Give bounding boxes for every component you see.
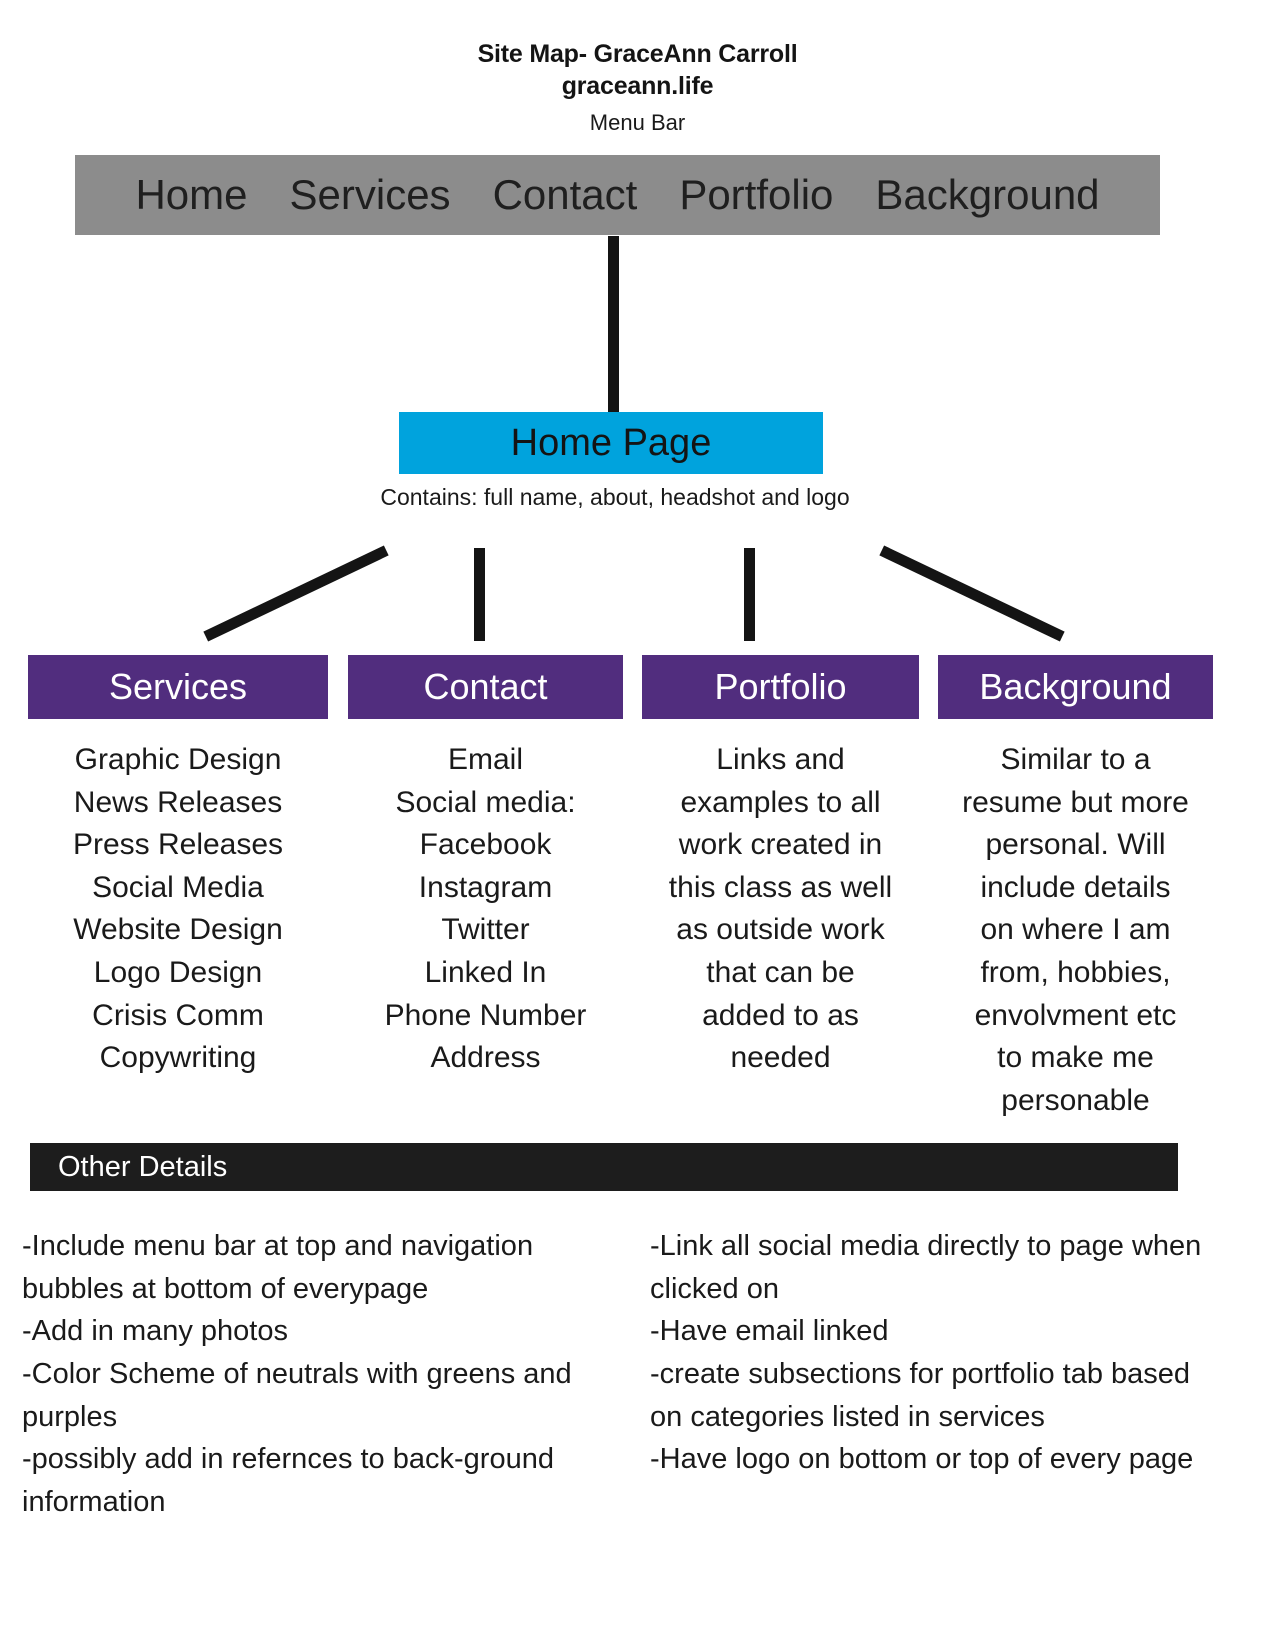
category-header-services[interactable]: Services bbox=[28, 655, 328, 719]
other-details-right-column: -Link all social media directly to page … bbox=[650, 1225, 1230, 1481]
home-page-node-label: Home Page bbox=[510, 422, 712, 464]
menu-item-portfolio[interactable]: Portfolio bbox=[679, 171, 834, 218]
home-page-caption: Contains: full name, about, headshot and… bbox=[380, 484, 850, 510]
list-item: Copywriting bbox=[99, 1041, 257, 1075]
list-item: Crisis Comm bbox=[92, 998, 264, 1032]
list-item: personal. Will bbox=[985, 828, 1166, 862]
list-item: -Have logo on bottom or top of every pag… bbox=[650, 1443, 1194, 1476]
list-item: resume but more bbox=[962, 785, 1189, 819]
category-header-label-contact: Contact bbox=[423, 666, 548, 707]
page-header: Site Map- GraceAnn Carroll graceann.life… bbox=[0, 0, 1275, 138]
list-item: Website Design bbox=[73, 913, 283, 947]
list-item: Linked In bbox=[424, 955, 547, 989]
list-item: include details bbox=[980, 870, 1171, 904]
list-item: -create subsections for portfolio tab ba… bbox=[650, 1357, 1191, 1433]
category-body-services: Graphic Design News Releases Press Relea… bbox=[28, 739, 328, 1080]
other-details-heading: Other Details bbox=[58, 1150, 228, 1183]
category-header-label-portfolio: Portfolio bbox=[714, 666, 847, 707]
connector-home-to-contact bbox=[474, 548, 485, 641]
category-columns: Services Graphic Design News Releases Pr… bbox=[0, 655, 1275, 1122]
list-item: examples to all bbox=[680, 785, 881, 819]
category-header-contact[interactable]: Contact bbox=[348, 655, 623, 719]
list-item: added to as bbox=[702, 998, 859, 1032]
list-item: Links and bbox=[716, 743, 845, 776]
category-body-background: Similar to a resume but more personal. W… bbox=[938, 739, 1213, 1122]
list-item: Address bbox=[430, 1041, 541, 1075]
list-item: -Have email linked bbox=[650, 1315, 889, 1348]
connector-menu-to-home bbox=[608, 236, 619, 412]
category-body-contact: Email Social media: Facebook Instagram T… bbox=[348, 739, 623, 1080]
connector-home-to-background bbox=[879, 545, 1065, 642]
menu-item-home[interactable]: Home bbox=[135, 171, 248, 218]
category-body-portfolio: Links and examples to all work created i… bbox=[642, 739, 919, 1080]
other-details-bar: Other Details bbox=[30, 1143, 1178, 1191]
list-item: to make me bbox=[997, 1041, 1154, 1075]
list-item: Social Media bbox=[92, 870, 264, 904]
menu-item-services[interactable]: Services bbox=[289, 171, 451, 218]
other-details-content: -Include menu bar at top and navigation … bbox=[0, 1225, 1275, 1523]
list-item: Similar to a bbox=[1000, 743, 1151, 776]
list-item: Press Releases bbox=[72, 828, 284, 862]
menu-item-contact[interactable]: Contact bbox=[492, 171, 638, 218]
list-item: Facebook bbox=[419, 828, 552, 862]
home-page-node[interactable]: Home Page bbox=[399, 412, 823, 474]
list-item: that can be bbox=[706, 955, 855, 989]
category-column-portfolio: Portfolio Links and examples to all work… bbox=[642, 655, 919, 1080]
connector-home-to-portfolio bbox=[744, 548, 755, 641]
list-item: Logo Design bbox=[93, 955, 263, 989]
list-item: needed bbox=[730, 1041, 831, 1075]
list-item: Graphic Design bbox=[74, 743, 282, 776]
category-header-label-background: Background bbox=[979, 666, 1172, 707]
category-column-contact: Contact Email Social media: Facebook Ins… bbox=[348, 655, 623, 1080]
list-item: -Include menu bar at top and navigation … bbox=[22, 1230, 534, 1305]
list-item: Phone Number bbox=[384, 998, 587, 1032]
site-url: graceann.life bbox=[561, 72, 714, 100]
category-header-background[interactable]: Background bbox=[938, 655, 1213, 719]
list-item: from, hobbies, bbox=[980, 955, 1171, 989]
list-item: Email bbox=[447, 743, 523, 776]
list-item: -Link all social media directly to page … bbox=[650, 1230, 1202, 1305]
list-item: as outside work bbox=[676, 913, 885, 947]
list-item: on where I am bbox=[980, 913, 1171, 947]
list-item: -Color Scheme of neutrals with greens an… bbox=[22, 1357, 572, 1433]
list-item: personable bbox=[1001, 1083, 1150, 1117]
connector-home-to-services bbox=[203, 545, 389, 642]
list-item: envolvment etc bbox=[974, 998, 1177, 1032]
other-details-left-column: -Include menu bar at top and navigation … bbox=[22, 1225, 642, 1523]
list-item: -Add in many photos bbox=[22, 1315, 288, 1348]
menu-bar-caption: Menu Bar bbox=[589, 110, 686, 135]
category-header-portfolio[interactable]: Portfolio bbox=[642, 655, 919, 719]
menu-bar: Home Services Contact Portfolio Backgrou… bbox=[75, 155, 1160, 235]
list-item: this class as well bbox=[668, 870, 893, 904]
list-item: work created in bbox=[678, 828, 883, 862]
category-header-label-services: Services bbox=[108, 666, 248, 707]
list-item: -possibly add in refernces to back-groun… bbox=[22, 1443, 554, 1518]
list-item: Twitter bbox=[441, 913, 530, 947]
list-item: Instagram bbox=[418, 870, 553, 904]
list-item: Social media: bbox=[395, 785, 576, 819]
category-column-services: Services Graphic Design News Releases Pr… bbox=[28, 655, 328, 1080]
list-item: News Releases bbox=[73, 785, 283, 819]
menu-item-background[interactable]: Background bbox=[875, 171, 1100, 218]
page-title: Site Map- GraceAnn Carroll bbox=[477, 40, 798, 68]
category-column-background: Background Similar to a resume but more … bbox=[938, 655, 1213, 1122]
